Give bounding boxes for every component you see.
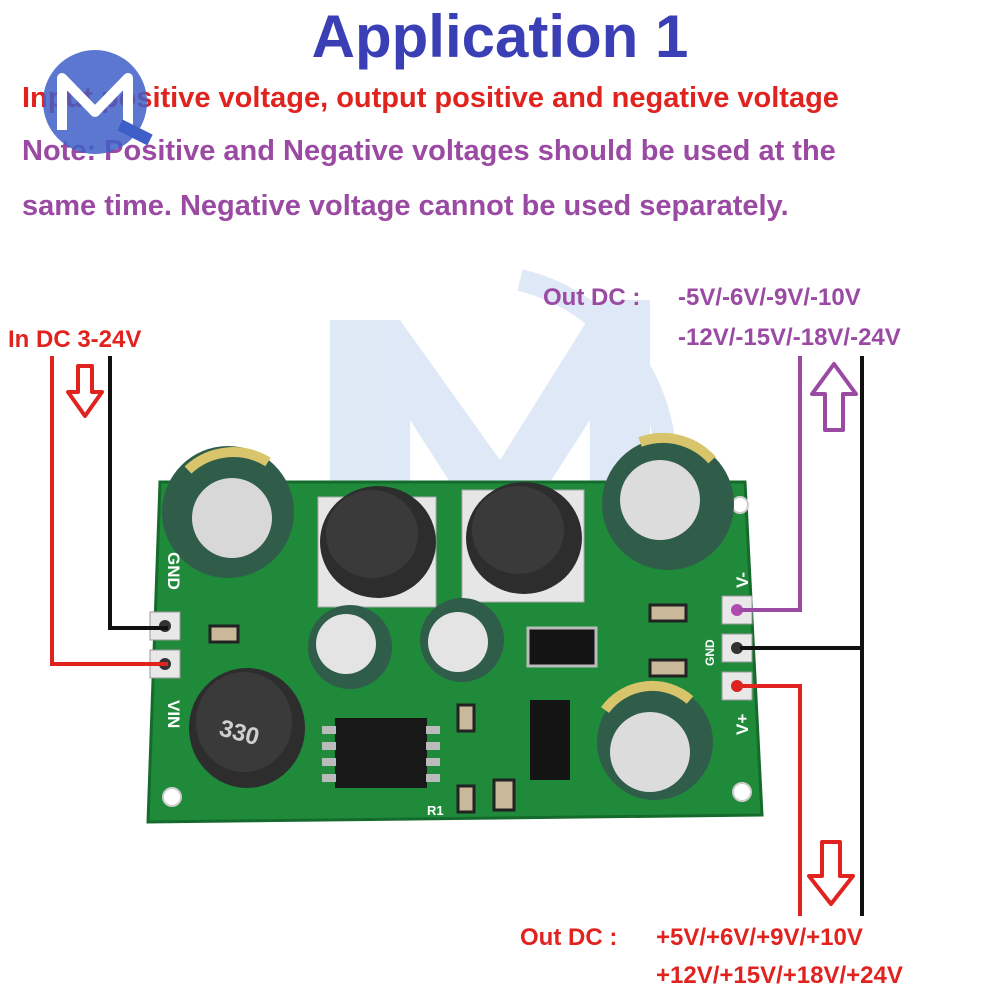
capacitor-icon — [162, 446, 294, 578]
negative-output-line1: -5V/-6V/-9V/-10V — [678, 284, 861, 311]
arrow-up-icon — [810, 362, 858, 432]
positive-output-line2: +12V/+15V/+18V/+24V — [656, 962, 903, 989]
positive-output-wire — [740, 684, 802, 916]
brand-logo-icon — [43, 50, 153, 154]
positive-output-line1: +5V/+6V/+9V/+10V — [656, 924, 863, 951]
input-voltage-label: In DC 3-24V — [8, 326, 142, 353]
pin-label-vplus: V+ — [733, 714, 752, 735]
input-wire-black — [108, 356, 168, 630]
capacitor-icon — [597, 680, 713, 800]
note-line-2: same time. Negative voltage cannot be us… — [22, 190, 789, 222]
note-line-1: Note: Positive and Negative voltages sho… — [22, 135, 836, 167]
inductor-icon — [320, 486, 436, 598]
arrow-down-icon — [66, 364, 104, 418]
arrow-down-icon — [807, 840, 855, 906]
inductor-icon — [466, 482, 582, 594]
pin-label-vin: VIN — [164, 700, 183, 728]
page-title: Application 1 — [311, 3, 689, 70]
capacitor-icon — [420, 598, 504, 682]
input-wire-red — [50, 356, 168, 666]
subtitle: Input positive voltage, output positive … — [22, 82, 839, 114]
inductor-icon — [189, 668, 305, 788]
positive-output-prefix: Out DC : — [520, 924, 618, 951]
resistor-label: R1 — [427, 803, 444, 818]
capacitor-icon — [602, 433, 734, 570]
negative-output-prefix: Out DC : — [543, 284, 641, 311]
ic-chip-icon — [322, 718, 440, 788]
negative-output-wire — [740, 356, 802, 612]
pin-label-gnd-right: GND — [703, 639, 717, 666]
capacitor-icon — [308, 605, 392, 689]
pin-label-gnd-left: GND — [164, 552, 183, 590]
pin-label-vminus: V- — [733, 572, 752, 588]
negative-output-line2: -12V/-15V/-18V/-24V — [678, 324, 901, 351]
pcb-board — [146, 433, 764, 824]
